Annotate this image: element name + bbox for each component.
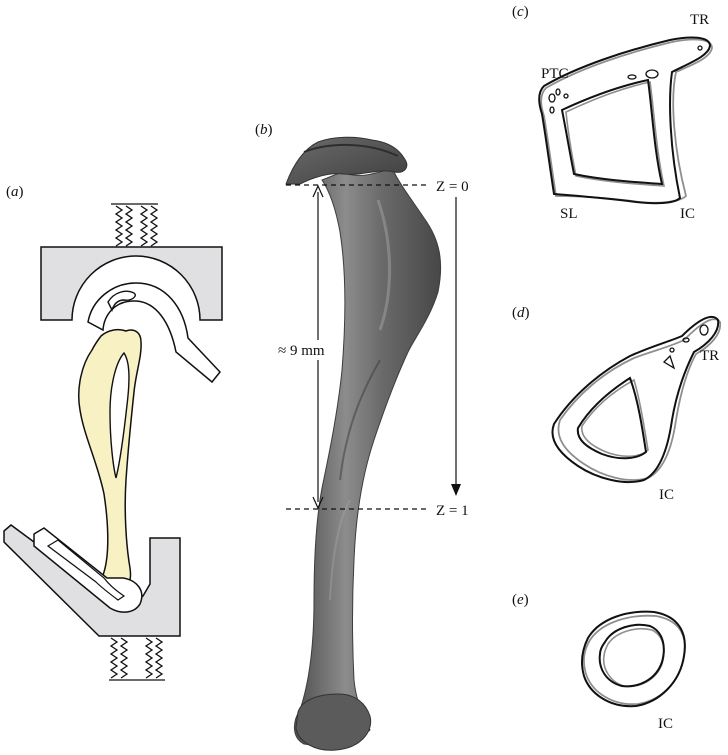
panel-d: (d) TR IC [512, 305, 722, 503]
section-c-cavity-grey [565, 81, 666, 187]
length-label: ≈ 9 mm [278, 343, 325, 359]
panel-d-label: (d) [512, 305, 530, 321]
panel-a-label: (a) [6, 184, 24, 200]
section-e-outline-black [580, 610, 686, 708]
bottom-rocker-slot [46, 539, 126, 601]
section-e-label-ic: IC [658, 716, 673, 732]
section-e-cavity-grey [602, 628, 665, 688]
z-direction-arrowhead [451, 484, 461, 496]
top-rocker-arm [87, 282, 221, 384]
panel-a: (a) [3, 184, 223, 681]
section-c-label-sl: SL [560, 206, 578, 222]
bone-scan-highlight [376, 199, 391, 331]
top-rocker-slot [107, 290, 136, 312]
section-c-outline-black [538, 36, 712, 205]
bone-scan-shaft [294, 167, 442, 746]
bone-scan-distal-end [295, 693, 372, 751]
section-c-label-tr: TR [690, 12, 709, 28]
bone-cavity [109, 351, 130, 479]
section-c-pores [548, 45, 703, 114]
panel-c-label: (c) [512, 4, 529, 20]
section-c-label-ptc: PTC [541, 66, 569, 82]
bone-specimen [77, 328, 142, 589]
section-c-label-ic: IC [680, 206, 695, 222]
section-d-outline-black [551, 315, 720, 484]
z0-label: Z = 0 [436, 179, 469, 195]
bone-scan-ridge [339, 359, 381, 481]
bone-scan-head-ridge [303, 144, 399, 157]
top-clamp [40, 246, 223, 321]
length-arrow-top [312, 184, 324, 198]
bone-scan-highlight-lower [329, 499, 351, 601]
panel-e-label: (e) [512, 592, 529, 608]
section-d-outline-grey [557, 318, 722, 481]
panel-c: (c) TR PTC SL IC [512, 4, 713, 222]
panel-b-label: (b) [255, 122, 273, 138]
z1-label: Z = 1 [436, 503, 469, 519]
section-d-label-ic: IC [659, 487, 674, 503]
panel-b: (b) Z = 0 Z = 1 ≈ 9 mm [255, 122, 469, 751]
section-c-outline-grey [540, 38, 713, 204]
section-c-cavity-black [560, 78, 664, 186]
length-label-bg [275, 340, 337, 360]
panel-e: (e) IC [512, 592, 686, 732]
top-spring [111, 203, 159, 247]
bottom-spring [109, 637, 165, 681]
section-d-pores [662, 324, 709, 370]
length-arrow-bottom [312, 496, 324, 510]
section-e-cavity-black [598, 623, 665, 688]
section-d-cavity-grey [581, 378, 649, 458]
section-d-label-tr: TR [700, 348, 719, 364]
section-d-cavity-black [576, 376, 648, 460]
